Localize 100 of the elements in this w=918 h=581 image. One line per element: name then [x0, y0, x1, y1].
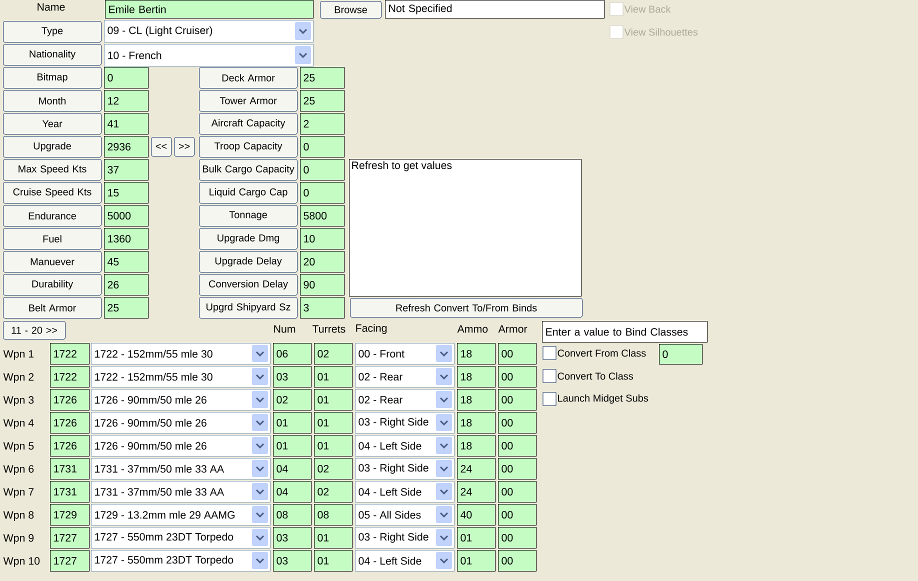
input-field: 18 — [457, 435, 496, 457]
input-field: 00 — [498, 481, 537, 503]
button: Endurance — [3, 205, 102, 227]
button: Refresh Convert To/From Binds — [350, 298, 583, 318]
button: Browse — [320, 1, 382, 19]
checkbox-label: Convert To Class — [558, 372, 634, 380]
checkbox-label: View Back — [624, 5, 671, 13]
dropdown: 02 - Rear — [355, 389, 455, 411]
button: Conversion Delay — [199, 274, 298, 296]
input-field: 06 — [273, 343, 312, 365]
button: Type — [3, 21, 102, 43]
button: Nationality — [3, 44, 102, 66]
input-field: 0 — [300, 182, 345, 204]
button: Durability — [3, 274, 102, 296]
input-field: 45 — [104, 251, 149, 273]
input-field: 00 — [498, 504, 537, 526]
button: << — [151, 137, 172, 157]
input-field: 5000 — [104, 205, 149, 227]
input-field: 18 — [457, 366, 496, 388]
input-field: 01 — [314, 527, 353, 549]
input-field: 01 — [314, 435, 353, 457]
dropdown: 10 - French — [104, 44, 314, 67]
input-field: 18 — [457, 412, 496, 434]
button: Bulk Cargo Capacity — [199, 159, 298, 181]
button: Upgrade Dmg — [199, 228, 298, 250]
column-header: Ammo — [457, 325, 488, 333]
input-field: 25 — [300, 90, 345, 112]
input-field: 02 — [314, 458, 353, 480]
input-field: 90 — [300, 274, 345, 296]
dropdown: 04 - Left Side — [355, 550, 455, 572]
input-field: 1726 — [50, 389, 90, 411]
input-field: 08 — [273, 504, 312, 526]
input-field: 00 — [498, 366, 537, 388]
input-field: 1727 — [50, 527, 90, 549]
input-field: 00 — [498, 343, 537, 365]
button: Deck Armor — [199, 67, 298, 89]
button: Month — [3, 90, 102, 112]
button: Year — [3, 113, 102, 135]
input-field: 01 — [314, 366, 353, 388]
input-field: 02 — [314, 481, 353, 503]
input-field: 0 — [300, 136, 345, 158]
input-field: 1722 — [50, 366, 90, 388]
input-field: 1726 — [50, 412, 90, 434]
input-field: 20 — [300, 251, 345, 273]
dropdown: 1731 - 37mm/50 mle 33 AA — [91, 481, 271, 503]
input-field: 00 — [498, 458, 537, 480]
input-field: 1731 — [50, 458, 90, 480]
row-label: Wpn 7 — [3, 488, 34, 498]
dropdown: 02 - Rear — [355, 366, 455, 388]
input-field: 03 — [273, 366, 312, 388]
input-field: 03 — [273, 550, 312, 572]
input-field: 08 — [314, 504, 353, 526]
button: >> — [174, 137, 195, 157]
dropdown: 03 - Right Side — [355, 527, 455, 549]
dropdown: 09 - CL (Light Cruiser) — [104, 20, 314, 43]
input-field: 00 — [498, 550, 537, 572]
dropdown: 1726 - 90mm/50 mle 26 — [91, 412, 271, 434]
input-field: 01 — [457, 527, 496, 549]
dropdown: 03 - Right Side — [355, 458, 455, 480]
button: Liquid Cargo Cap — [199, 182, 298, 204]
input-field: 25 — [104, 297, 149, 319]
input-field: 1360 — [104, 228, 149, 250]
dropdown: 03 - Right Side — [355, 412, 455, 434]
button: Cruise Speed Kts — [3, 182, 102, 204]
text-area: Refresh to get values — [349, 159, 582, 297]
field-label: Name — [38, 3, 65, 11]
input-field: 00 — [498, 389, 537, 411]
input-field: 24 — [457, 481, 496, 503]
dropdown: 04 - Left Side — [355, 481, 455, 503]
column-header: Turrets — [312, 325, 346, 333]
input-field: 04 — [273, 481, 312, 503]
dropdown: 1727 - 550mm 23DT Torpedo — [91, 550, 271, 572]
button: Troop Capacity — [199, 136, 298, 158]
row-label: Wpn 3 — [3, 396, 34, 406]
input-field: 41 — [104, 113, 149, 135]
input-field: 00 — [498, 435, 537, 457]
input-field: 00 — [498, 412, 537, 434]
input-field: 10 — [300, 228, 345, 250]
button: Tower Armor — [199, 90, 298, 112]
input-field: 5800 — [300, 205, 345, 227]
button: 11 - 20 >> — [3, 321, 66, 340]
input-field: 0 — [300, 159, 345, 181]
checkbox-label: Convert From Class — [558, 349, 646, 357]
dropdown: 1726 - 90mm/50 mle 26 — [91, 435, 271, 457]
input-field: 18 — [457, 389, 496, 411]
dropdown: 1727 - 550mm 23DT Torpedo — [91, 527, 271, 549]
checkbox-label: Launch Midget Subs — [558, 394, 648, 404]
button: Max Speed Kts — [3, 159, 102, 181]
input-field: 3 — [300, 297, 345, 319]
input-field: 0 — [659, 344, 703, 365]
input-field: 15 — [104, 182, 149, 204]
input-field: 2936 — [104, 136, 149, 158]
dropdown: 00 - Front — [355, 343, 455, 365]
input-field: 02 — [314, 343, 353, 365]
text-box: Not Specified — [385, 0, 605, 19]
dropdown: 1726 - 90mm/50 mle 26 — [91, 389, 271, 411]
row-label: Wpn 10 — [3, 557, 40, 567]
input-field: 1727 — [50, 550, 90, 572]
input-field: 1722 — [50, 343, 90, 365]
button: Upgrade — [3, 136, 102, 158]
